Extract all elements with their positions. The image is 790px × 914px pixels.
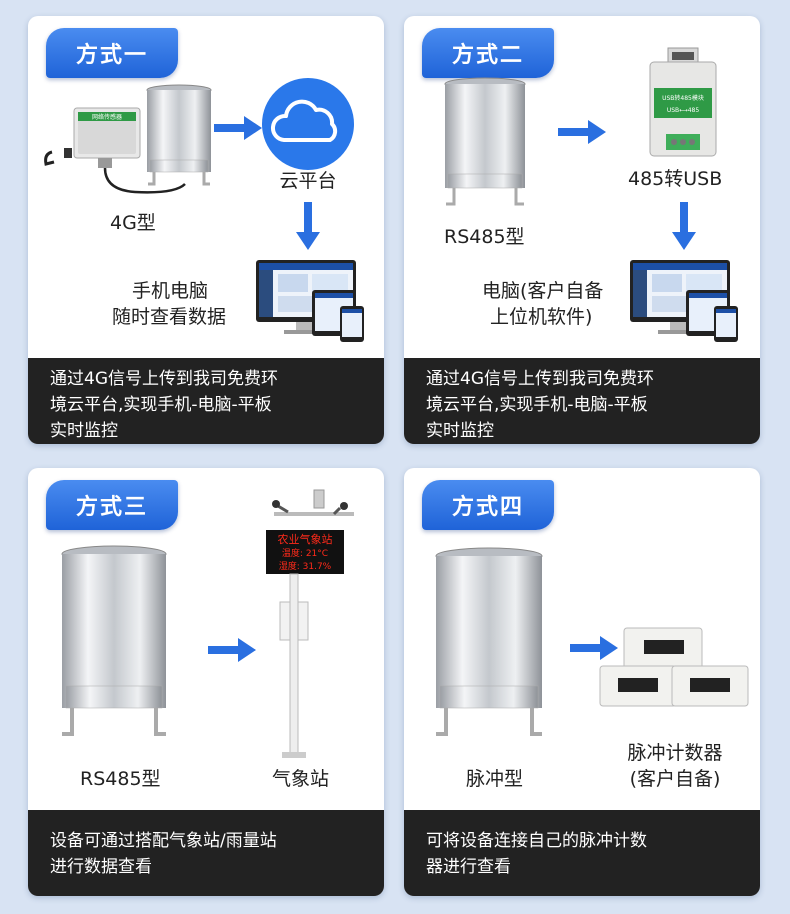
view-label-line1: 手机电脑 [132, 280, 209, 302]
devices-image [256, 260, 364, 342]
sensor-label: 4G型 [110, 212, 156, 234]
arrow-down-icon [672, 202, 696, 250]
arrow-right-icon [208, 638, 256, 662]
pc-label-line2: 上位机软件) [490, 306, 593, 328]
usb-485-module-image: USB转485模块 USB⟷485 [649, 47, 717, 157]
arrow-right-icon [570, 636, 618, 660]
footer-line: 通过4G信号上传到我司免费环 [426, 369, 654, 389]
module-subtitle-text: USB⟷485 [667, 107, 700, 114]
converter-label: 485转USB [628, 168, 723, 190]
card-footer: 可将设备连接自己的脉冲计数 器进行查看 [404, 810, 760, 896]
cloud-icon [262, 78, 354, 170]
led-line3: 湿度: 31.7% [279, 560, 332, 572]
arrow-right-icon [214, 116, 262, 140]
sensor-label: RS485型 [444, 226, 525, 248]
arrow-down-icon [296, 202, 320, 250]
rain-gauge-image [444, 77, 526, 206]
station-label: 气象站 [272, 768, 330, 790]
footer-line: 进行数据查看 [50, 857, 152, 877]
card-method-4: 方式四 脉冲型 脉冲计数器 (客户自备) 可将设备连接自己的脉冲计数 器进行查看 [404, 468, 760, 896]
method-tag: 方式一 [46, 28, 178, 78]
view-label-line2: 随时查看数据 [112, 306, 227, 328]
led-line1: 农业气象站 [278, 532, 333, 546]
devices-image [630, 260, 738, 342]
weather-station-image: 农业气象站 温度: 21°C 湿度: 31.7% [266, 489, 354, 758]
module-brand-text: 网络传感器 [92, 113, 122, 121]
card-footer: 设备可通过搭配气象站/雨量站 进行数据查看 [28, 810, 384, 896]
method-tag: 方式四 [422, 480, 554, 530]
4g-module-image: 网络传感器 [44, 107, 186, 194]
card-method-3: 方式三 RS485型 农业气象站 温度: 21°C 湿度: 31.7% [28, 468, 384, 896]
method-tag: 方式三 [46, 480, 178, 530]
counter-label-line1: 脉冲计数器 [627, 742, 723, 764]
pc-label-line1: 电脑(客户自备 [482, 280, 604, 302]
sensor-label: 脉冲型 [466, 768, 524, 790]
footer-line: 实时监控 [50, 421, 118, 441]
footer-line: 境云平台,实现手机-电脑-平板 [50, 395, 272, 415]
footer-line: 设备可通过搭配气象站/雨量站 [50, 831, 277, 851]
cloud-label: 云平台 [279, 170, 337, 192]
led-line2: 温度: 21°C [282, 547, 328, 559]
method-tag: 方式二 [422, 28, 554, 78]
module-title-text: USB转485模块 [662, 94, 704, 102]
footer-line: 可将设备连接自己的脉冲计数 [426, 831, 647, 851]
footer-line: 实时监控 [426, 421, 494, 441]
footer-line: 境云平台,实现手机-电脑-平板 [426, 395, 648, 415]
pulse-counter-image [599, 627, 749, 707]
card-method-1: 方式一 网络传感器 云平台 4G型 [28, 16, 384, 444]
card-footer: 通过4G信号上传到我司免费环 境云平台,实现手机-电脑-平板 实时监控 [404, 358, 760, 444]
rain-gauge-image [435, 547, 543, 736]
footer-line: 通过4G信号上传到我司免费环 [50, 369, 278, 389]
footer-line: 器进行查看 [426, 857, 511, 877]
arrow-right-icon [558, 120, 606, 144]
card-footer: 通过4G信号上传到我司免费环 境云平台,实现手机-电脑-平板 实时监控 [28, 358, 384, 444]
card-method-2: 方式二 RS485型 USB转485模块 USB⟷485 485转USB [404, 16, 760, 444]
sensor-label: RS485型 [80, 768, 161, 790]
rain-gauge-image [61, 545, 167, 736]
counter-label-line2: (客户自备) [629, 768, 721, 790]
rain-gauge-image [146, 84, 212, 186]
